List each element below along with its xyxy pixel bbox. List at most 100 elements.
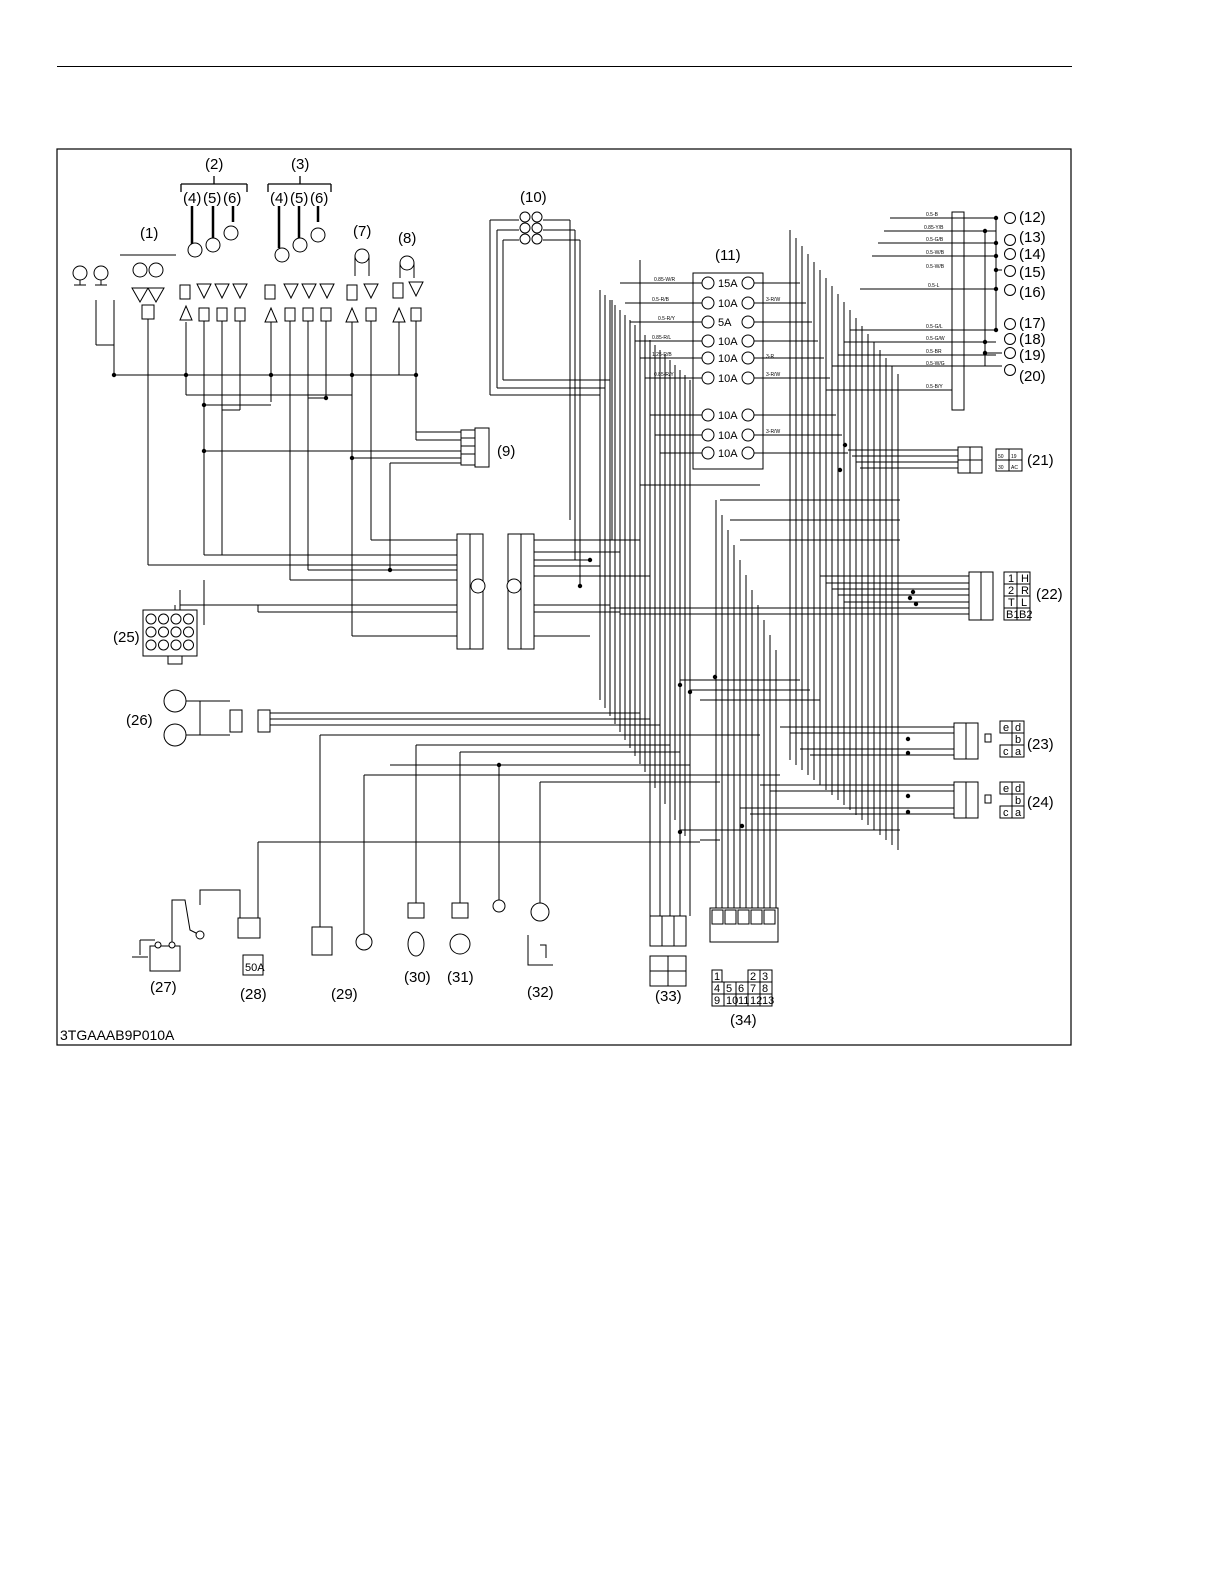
callout-29: (29)	[331, 986, 358, 1003]
callout-3: (3)	[291, 156, 309, 173]
connector-22-pin-label: H	[1021, 573, 1029, 585]
callout-6a: (6)	[223, 190, 241, 207]
fuse-rating: 10A	[718, 448, 738, 460]
wire-label: 0.5-W/G	[926, 361, 945, 367]
callout-9: (9)	[497, 443, 515, 460]
fuse-rating: 10A	[718, 430, 738, 442]
ground-terminals-group	[826, 211, 1016, 411]
connector-9	[204, 427, 490, 570]
connector-22-pin-label: L	[1021, 597, 1027, 609]
callout-27: (27)	[150, 979, 177, 996]
header-rule	[57, 66, 1072, 67]
wire-label: 0.5-BR	[926, 349, 942, 355]
fuse-terminal-left	[701, 334, 715, 348]
callout-4a: (4)	[183, 190, 201, 207]
fuse-terminal-right	[741, 296, 755, 310]
callout-28: (28)	[240, 986, 267, 1003]
connector-24-pin-label: c	[1003, 807, 1009, 819]
callout-17: (17)	[1019, 315, 1046, 332]
callout-18: (18)	[1019, 331, 1046, 348]
connector-34-pin-label: 6	[738, 983, 744, 995]
callout-22: (22)	[1036, 586, 1063, 603]
callout-19: (19)	[1019, 347, 1046, 364]
fuse-terminal-right	[741, 334, 755, 348]
callout-31: (31)	[447, 969, 474, 986]
fuse-rating: 10A	[718, 353, 738, 365]
wire-label: 0.5-W/B	[926, 264, 945, 270]
connector-34-pin-label: 9	[714, 995, 720, 1007]
callout-6b: (6)	[310, 190, 328, 207]
callout-20: (20)	[1019, 368, 1046, 385]
callout-16: (16)	[1019, 284, 1046, 301]
callout-30: (30)	[404, 969, 431, 986]
callout-1: (1)	[140, 225, 158, 242]
callout-14: (14)	[1019, 246, 1046, 263]
wire-label: 0.5-G/B	[926, 237, 944, 243]
wire-label: 0.5-L	[928, 283, 940, 289]
wire-label: 1.25-R/B	[652, 352, 672, 358]
callout-12: (12)	[1019, 209, 1046, 226]
fuse-rating: 10A	[718, 336, 738, 348]
callout-7: (7)	[353, 223, 371, 240]
connector-22	[610, 571, 1031, 621]
connector-23-pin-label: c	[1003, 746, 1009, 758]
connector-34-pin-label: 1	[714, 971, 720, 983]
callout-24: (24)	[1027, 794, 1054, 811]
connector-34-pin-label: 12	[750, 995, 762, 1007]
callout-2: (2)	[205, 156, 223, 173]
gauge-lamps-group	[72, 176, 424, 636]
wire-label: 0.85-R/Y	[654, 372, 674, 378]
connector-34-pin-label: 7	[750, 983, 756, 995]
wire-label: 0.5-B	[926, 212, 939, 218]
diagram-frame	[56, 148, 1072, 1046]
wire-label: 0.5-G/L	[926, 324, 943, 330]
callout-33: (33)	[655, 988, 682, 1005]
callout-15: (15)	[1019, 264, 1046, 281]
fuse-terminal-left	[701, 428, 715, 442]
callout-21: (21)	[1027, 452, 1054, 469]
wire-label: 0.85-R/L	[652, 335, 671, 341]
connector-34-pin-label: 13	[762, 995, 774, 1007]
connector-24-pin-label: e	[1003, 783, 1009, 795]
connector-24-pin-label: a	[1015, 807, 1022, 819]
connector-23-pin-label: d	[1015, 722, 1021, 734]
wire-label: 0.5-R/B	[652, 297, 670, 303]
fuse-terminal-left	[701, 315, 715, 329]
connector-24-pin-label: d	[1015, 783, 1021, 795]
fuse-terminal-right	[741, 276, 755, 290]
wire-label: 0.5-G/W	[926, 336, 945, 342]
connector-24-pin-label: b	[1015, 795, 1021, 807]
callout-4b: (4)	[270, 190, 288, 207]
fuse-terminal-left	[701, 351, 715, 365]
connector-34-pin-label: 4	[714, 983, 720, 995]
callout-8: (8)	[398, 230, 416, 247]
wire-label: 3-R/W	[766, 429, 780, 435]
figure-id-label: 3TGAAAB9P010A	[60, 1027, 175, 1043]
connector-21-pin-label: 30	[998, 465, 1004, 471]
fuse-terminal-left	[701, 276, 715, 290]
connector-34-pin-label: 8	[762, 983, 768, 995]
connector-23-pin-label: a	[1015, 746, 1022, 758]
fuse-rating: 10A	[718, 298, 738, 310]
callout-5a: (5)	[203, 190, 221, 207]
fuse-terminal-left	[701, 296, 715, 310]
callout-25: (25)	[113, 629, 140, 646]
connector-23-pin-label: b	[1015, 734, 1021, 746]
callout-11: (11)	[715, 247, 741, 264]
fuse-terminal-right	[741, 446, 755, 460]
wire-label: 3-R/W	[766, 372, 780, 378]
connector-34-pin-label: 10	[726, 995, 738, 1007]
wire-label: 0.85-W/R	[654, 277, 676, 283]
fuse-terminal-right	[741, 315, 755, 329]
connector-23-pin-label: e	[1003, 722, 1009, 734]
fuse-rating: 10A	[718, 373, 738, 385]
fuse-terminal-right	[741, 371, 755, 385]
callout-10: (10)	[520, 189, 547, 206]
callout-23: (23)	[1027, 736, 1054, 753]
connector-22-pin-label: R	[1021, 585, 1029, 597]
connector-34-pin-label: 5	[726, 983, 732, 995]
wire-label: 0.5-B/Y	[926, 384, 943, 390]
fuse-rating: 5A	[718, 317, 732, 329]
